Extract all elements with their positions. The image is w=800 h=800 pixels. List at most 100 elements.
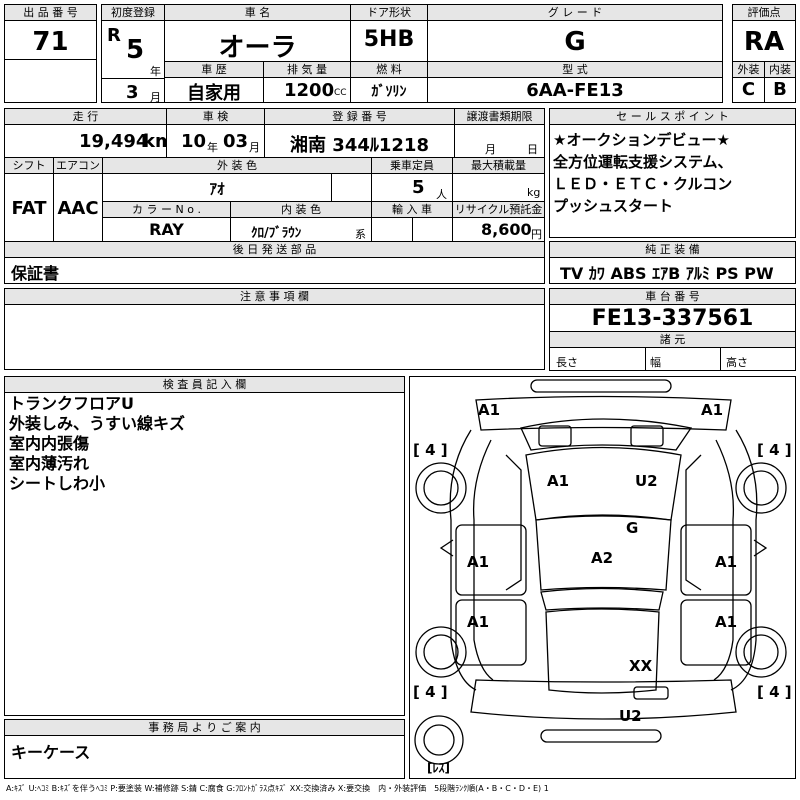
score-label: 評価点 bbox=[733, 5, 795, 21]
chassis-label: 車 台 番 号 bbox=[550, 289, 795, 305]
office-box: 事 務 局 よ り ご 案 内 キーケース bbox=[4, 719, 405, 779]
mileage-value: 19,494 bbox=[79, 131, 149, 152]
tire-depth-label: [ 4 ] bbox=[413, 441, 448, 459]
damage-mark: A1 bbox=[547, 472, 569, 490]
exterior-grade-label: 外装 bbox=[733, 62, 764, 78]
sales-point-line: 全方位運転支援システム、 bbox=[553, 153, 733, 171]
displacement-value: 1200 bbox=[284, 80, 335, 101]
load-unit: kg bbox=[527, 186, 541, 199]
notes-box: 注 意 事 項 欄 bbox=[4, 288, 545, 370]
color-no-label: カ ラ ー N o . bbox=[103, 202, 230, 218]
interior-color-box: 内 装 色 ｸﾛ/ﾌﾞﾗｳﾝ 系 bbox=[230, 201, 372, 242]
inspection-box: 車 検 10 年 03 月 bbox=[166, 108, 265, 158]
lot-number-value: 71 bbox=[32, 27, 69, 57]
grade-box: グ レ ー ド G bbox=[427, 4, 723, 62]
damage-mark: U2 bbox=[619, 707, 642, 725]
interior-grade-label: 内装 bbox=[765, 62, 795, 78]
office-label: 事 務 局 よ り ご 案 内 bbox=[5, 720, 404, 736]
grade-label: グ レ ー ド bbox=[428, 5, 722, 21]
later-parts-box: 後 日 発 送 部 品 保証書 bbox=[4, 241, 545, 284]
car-diagram-box: A1 A1 A1 U2 G A2 A1 A1 A1 A1 XX U2 [ 4 ]… bbox=[409, 376, 796, 779]
damage-mark: A2 bbox=[591, 549, 613, 567]
lot-blank-box bbox=[4, 59, 97, 103]
color-no-box: カ ラ ー N o . RAY bbox=[102, 201, 231, 242]
damage-mark: A1 bbox=[467, 553, 489, 571]
interior-color-label: 内 装 色 bbox=[231, 202, 371, 218]
inspection-year: 10 bbox=[181, 131, 207, 152]
sales-point-list: ★オークションデビュー★ 全方位運転支援システム、 ＬＥＤ・ＥＴＣ・クルコン プ… bbox=[553, 129, 733, 217]
import-label: 輸 入 車 bbox=[372, 202, 452, 218]
inspector-line: 室内薄汚れ bbox=[9, 454, 90, 473]
sales-point-line: ★オークションデビュー★ bbox=[553, 131, 730, 149]
aircon-box: エアコン AAC bbox=[53, 157, 103, 242]
sales-point-label: セ ー ル ス ポ イ ン ト bbox=[550, 109, 795, 125]
tire-depth-label: [ 4 ] bbox=[757, 441, 792, 459]
recycle-label: リサイクル預託金 bbox=[453, 202, 544, 218]
model-box: 型 式 6AA-FE13 bbox=[427, 61, 723, 103]
displacement-label: 排 気 量 bbox=[264, 62, 350, 78]
later-parts-label: 後 日 発 送 部 品 bbox=[5, 242, 544, 258]
mileage-box: 走 行 19,494 km bbox=[4, 108, 174, 158]
lot-number-label: 出 品 番 号 bbox=[5, 5, 96, 21]
load-box: 最大積載量 kg bbox=[452, 157, 545, 202]
color-value: ｱｵ bbox=[209, 180, 225, 198]
inspection-month: 03 bbox=[223, 131, 249, 152]
inspector-list: トランクフロアU 外装しみ、うすい線キズ 室内内張傷 室内薄汚れ シートしわ小 bbox=[9, 394, 185, 494]
car-name-label: 車 名 bbox=[165, 5, 350, 21]
equipment-box: 純 正 装 備 TV ｶﾜ ABS ｴｱB ｱﾙﾐ PS PW bbox=[549, 241, 796, 284]
aircon-value: AAC bbox=[57, 198, 99, 219]
equipment-label: 純 正 装 備 bbox=[550, 242, 795, 258]
car-name-value: オーラ bbox=[218, 33, 297, 63]
month-unit: 月 bbox=[150, 91, 161, 104]
history-value: 自家用 bbox=[187, 83, 241, 104]
transfer-box: 譲渡書類期限 月 日 bbox=[454, 108, 545, 158]
sales-point-box: セ ー ル ス ポ イ ン ト ★オークションデビュー★ 全方位運転支援システム… bbox=[549, 108, 796, 238]
score-value: RA bbox=[743, 27, 785, 57]
recycle-box: リサイクル預託金 8,600 円 bbox=[452, 201, 545, 242]
first-registration-label: 初度登録 bbox=[102, 5, 164, 21]
color-box: 外 装 色 ｱｵ bbox=[102, 157, 372, 202]
era-value: R bbox=[107, 25, 121, 46]
color-label: 外 装 色 bbox=[103, 158, 371, 174]
transfer-day-unit: 日 bbox=[527, 143, 538, 156]
interior-color-unit: 系 bbox=[355, 228, 366, 241]
damage-mark: G bbox=[626, 519, 638, 537]
interior-grade-box: 内装 B bbox=[764, 61, 796, 103]
capacity-label: 乗車定員 bbox=[372, 158, 452, 174]
height-label: 高さ bbox=[726, 356, 748, 369]
transfer-label: 譲渡書類期限 bbox=[455, 109, 544, 125]
inspector-box: 検 査 員 記 入 欄 トランクフロアU 外装しみ、うすい線キズ 室内内張傷 室… bbox=[4, 376, 405, 716]
model-label: 型 式 bbox=[428, 62, 722, 78]
recycle-value: 8,600 bbox=[481, 220, 532, 239]
displacement-box: 排 気 量 1200 CC bbox=[263, 61, 351, 103]
history-label: 車 歴 bbox=[165, 62, 263, 78]
year-value: 5 bbox=[126, 35, 145, 65]
recycle-unit: 円 bbox=[531, 228, 542, 241]
shift-value: FAT bbox=[11, 198, 47, 219]
door-box: ドア形状 5HB bbox=[350, 4, 428, 62]
chassis-box: 車 台 番 号 FE13-337561 bbox=[549, 288, 796, 332]
length-label: 長さ bbox=[556, 356, 578, 369]
inspector-line: 室内内張傷 bbox=[9, 434, 90, 453]
plate-box: 登 録 番 号 湘南 344ﾙ1218 bbox=[264, 108, 455, 158]
tire-depth-label: [ 4 ] bbox=[757, 683, 792, 701]
car-name-box: 車 名 オーラ bbox=[164, 4, 351, 63]
fuel-value: ｶﾞｿﾘﾝ bbox=[371, 84, 407, 100]
capacity-box: 乗車定員 5 人 bbox=[371, 157, 453, 202]
door-value: 5HB bbox=[363, 27, 415, 52]
damage-mark: A1 bbox=[701, 401, 723, 419]
first-registration-box: 初度登録 R 5 年 3 月 bbox=[101, 4, 165, 104]
tire-depth-label: [ 4 ] bbox=[413, 683, 448, 701]
interior-grade-value: B bbox=[773, 79, 787, 100]
spec-box: 諸 元 長さ 幅 高さ bbox=[549, 331, 796, 371]
score-box: 評価点 RA bbox=[732, 4, 796, 62]
inspection-month-unit: 月 bbox=[249, 141, 260, 154]
fuel-box: 燃 料 ｶﾞｿﾘﾝ bbox=[350, 61, 428, 103]
aircon-label: エアコン bbox=[54, 158, 102, 174]
fuel-label: 燃 料 bbox=[351, 62, 427, 78]
damage-mark: U2 bbox=[635, 472, 658, 490]
displacement-unit: CC bbox=[334, 88, 347, 98]
later-parts-value: 保証書 bbox=[11, 264, 60, 283]
inspector-line: 外装しみ、うすい線キズ bbox=[9, 414, 186, 433]
spec-label: 諸 元 bbox=[550, 332, 795, 348]
